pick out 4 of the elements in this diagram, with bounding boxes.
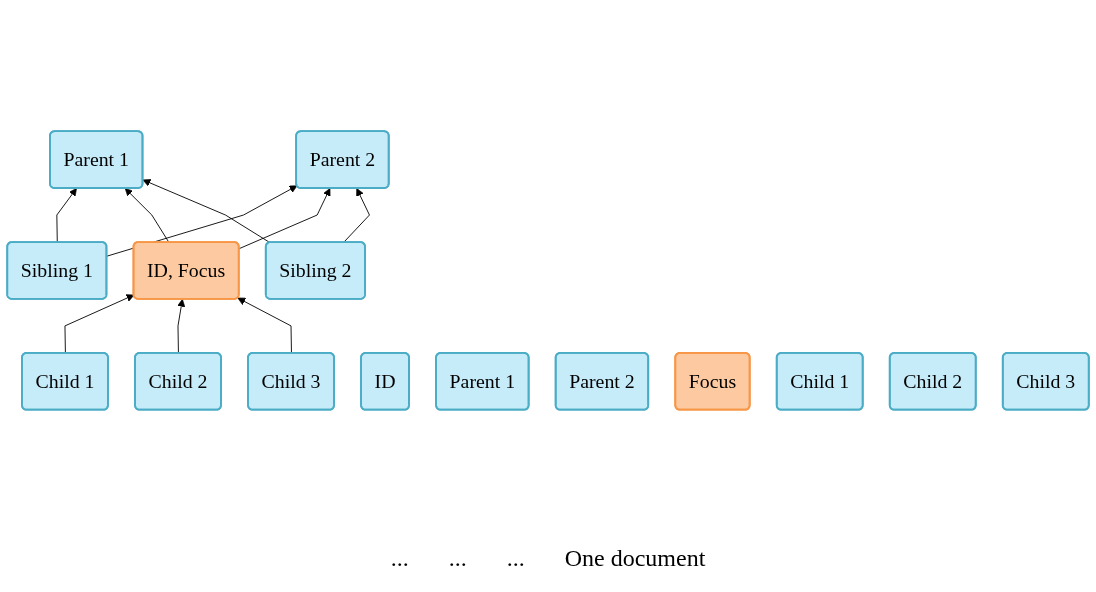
note-text: ...: [390, 545, 409, 572]
note-text: ...: [448, 545, 467, 572]
note-text: One document: [564, 545, 706, 572]
note-text: ...: [506, 545, 525, 572]
